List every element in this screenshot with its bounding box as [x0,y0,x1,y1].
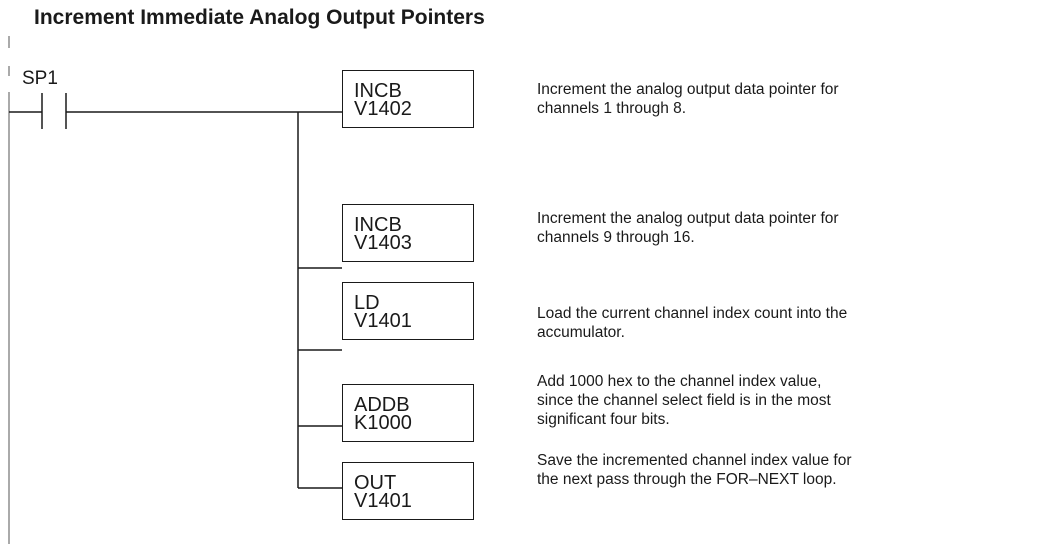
instruction-box: ADDB K1000 [342,384,474,442]
rung-description: Load the current channel index count int… [537,305,848,341]
rung-description: Increment the analog output data pointer… [537,81,839,117]
rung-description: Save the incremented channel index value… [537,452,852,488]
instruction-arg: V1403 [354,232,412,254]
rung-description: Increment the analog output data pointer… [537,210,839,246]
rung-description: Add 1000 hex to the channel index value,… [537,373,831,428]
instruction-op: LD [354,292,380,314]
instruction-box: INCB V1402 [342,70,474,128]
instruction-box: OUT V1401 [342,462,474,520]
instruction-arg: V1401 [354,310,412,332]
instruction-box: INCB V1403 [342,204,474,262]
instruction-arg: V1401 [354,490,412,512]
instruction-op: ADDB [354,394,410,416]
instruction-arg: K1000 [354,412,412,434]
page-title: Increment Immediate Analog Output Pointe… [34,6,485,29]
instruction-op: INCB [354,80,402,102]
instruction-arg: V1402 [354,98,412,120]
instruction-box: LD V1401 [342,282,474,340]
instruction-op: OUT [354,472,397,494]
instruction-op: INCB [354,214,402,236]
contact-label: SP1 [22,68,58,89]
